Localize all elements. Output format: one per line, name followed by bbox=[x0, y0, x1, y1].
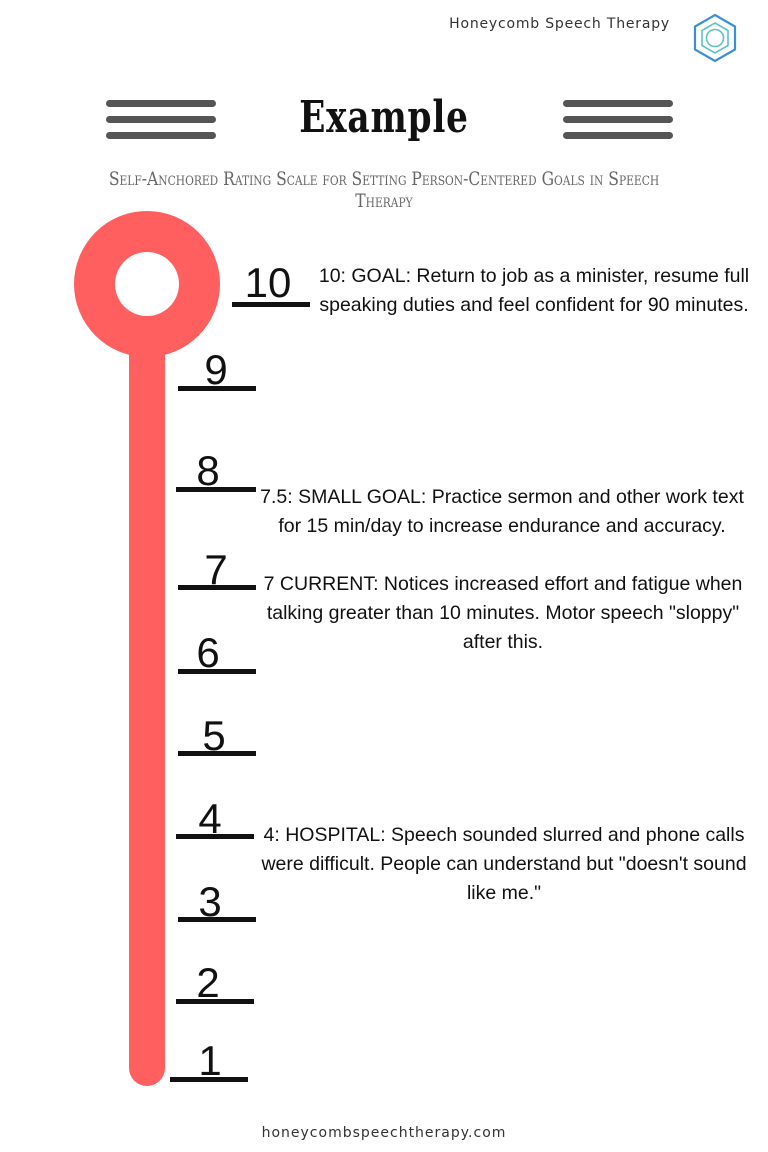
rating-scale-thermometer bbox=[74, 211, 220, 1086]
scale-tick-line-2 bbox=[176, 999, 254, 1004]
hexagon-logo-icon bbox=[693, 13, 737, 63]
scale-tick-line-5 bbox=[178, 751, 256, 756]
page-title: Example bbox=[299, 92, 469, 143]
scale-tick-1: 1 bbox=[198, 1037, 222, 1084]
scale-tick-line-8 bbox=[176, 487, 256, 492]
scale-tick-9: 9 bbox=[204, 346, 228, 393]
scale-tick-line-6 bbox=[178, 669, 256, 674]
scale-tick-2: 2 bbox=[196, 959, 220, 1006]
decorative-stripes-left bbox=[106, 100, 216, 146]
scale-tick-line-4 bbox=[176, 834, 254, 839]
scale-tick-line-9 bbox=[178, 386, 256, 391]
brand-name: Honeycomb Speech Therapy bbox=[449, 16, 670, 32]
page-subtitle: Self-Anchored Rating Scale for Setting P… bbox=[108, 168, 660, 212]
footer-url: honeycombspeechtherapy.com bbox=[261, 1125, 507, 1141]
scale-tick-7: 7 bbox=[204, 546, 228, 593]
scale-tick-5: 5 bbox=[202, 712, 226, 759]
scale-tick-3: 3 bbox=[198, 878, 222, 925]
scale-tick-line-10 bbox=[232, 302, 310, 307]
scale-tick-line-3 bbox=[178, 917, 256, 922]
scale-tick-10: 10 bbox=[244, 259, 292, 306]
small-goal-note: 7.5: SMALL GOAL: Practice sermon and oth… bbox=[260, 486, 744, 537]
decorative-stripes-right bbox=[563, 100, 673, 146]
scale-tick-6: 6 bbox=[196, 629, 220, 676]
scale-tick-line-7 bbox=[178, 585, 256, 590]
scale-tick-line-1 bbox=[170, 1077, 248, 1082]
current-note: 7 CURRENT: Notices increased effort and … bbox=[263, 573, 743, 653]
hospital-note: 4: HOSPITAL: Speech sounded slurred and … bbox=[261, 824, 747, 904]
scale-tick-4: 4 bbox=[198, 795, 222, 842]
scale-tick-8: 8 bbox=[196, 447, 220, 494]
goal-note: 10: GOAL: Return to job as a minister, r… bbox=[318, 265, 750, 316]
